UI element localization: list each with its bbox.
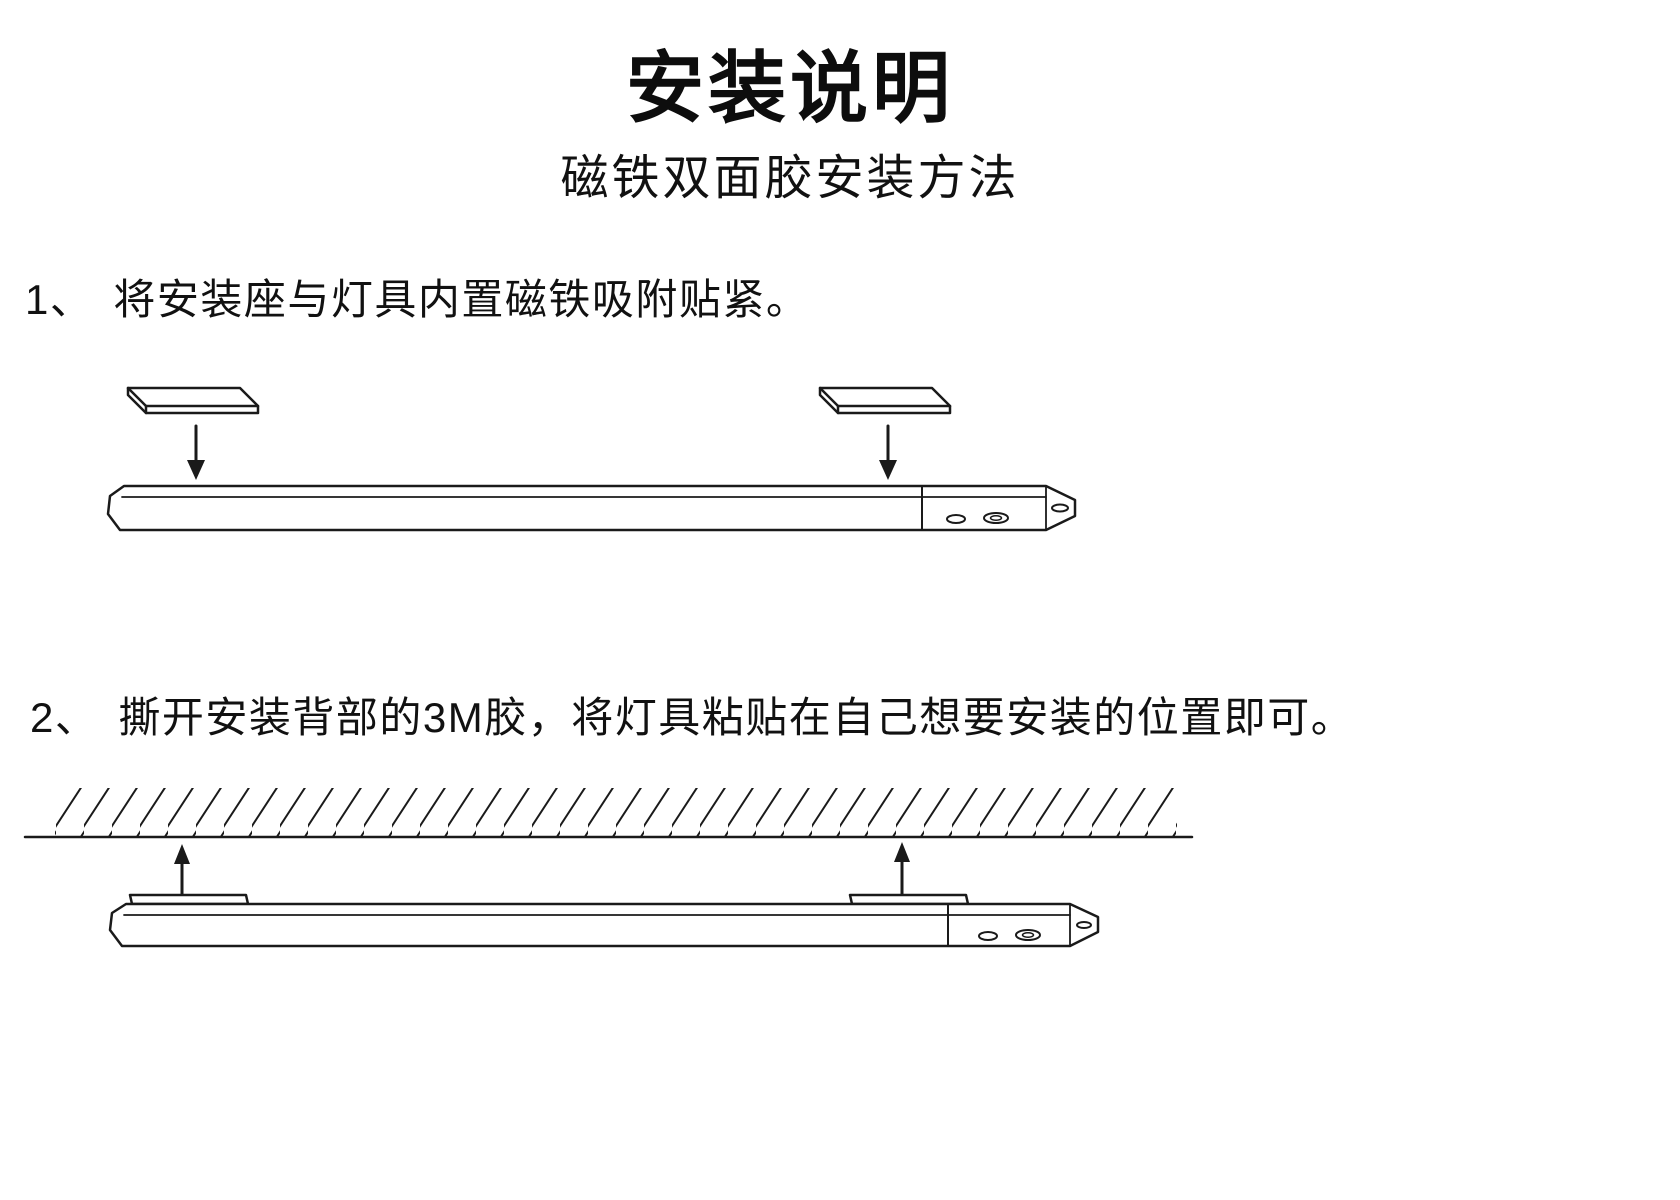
up-arrow-right (894, 842, 910, 902)
motion-sensor-lens-inner (1021, 932, 1035, 938)
charging-port (1051, 503, 1069, 513)
page-subtitle: 磁铁双面胶安装方法 (560, 152, 1020, 205)
motion-sensor-lens-inner (989, 515, 1003, 521)
step-1: 1、将安装座与灯具内置磁铁吸附贴紧。 (25, 266, 809, 327)
figure-magnet-attachment (106, 386, 1077, 532)
charging-port (1076, 921, 1092, 929)
step-1-number: 1、 (25, 276, 94, 323)
attached-bracket-left (128, 893, 250, 906)
light-bar (106, 484, 1077, 532)
page-title: 安装说明 (625, 44, 954, 132)
figure-adhesive-mounting (23, 788, 1194, 948)
up-arrow-left (174, 844, 190, 904)
indicator-dot (946, 514, 966, 524)
indicator-dot (978, 931, 998, 941)
step-2-number: 2、 (30, 694, 99, 741)
mounting-bracket-right (818, 386, 952, 415)
down-arrow-left (187, 424, 205, 480)
surface-hatching (55, 788, 1177, 836)
step-1-instruction: 将安装座与灯具内置磁铁吸附贴紧。 (113, 276, 810, 323)
light-bar (108, 902, 1100, 948)
down-arrow-right (879, 424, 897, 480)
step-2: 2、撕开安装背部的3M胶，将灯具粘贴在自己想要安装的位置即可。 (30, 684, 1354, 745)
attached-bracket-right (848, 893, 970, 906)
light-bar-with-brackets (108, 893, 1100, 948)
mounting-surface (23, 788, 1194, 839)
step-2-instruction: 撕开安装背部的3M胶，将灯具粘贴在自己想要安装的位置即可。 (118, 694, 1355, 741)
mounting-bracket-left (126, 386, 260, 415)
